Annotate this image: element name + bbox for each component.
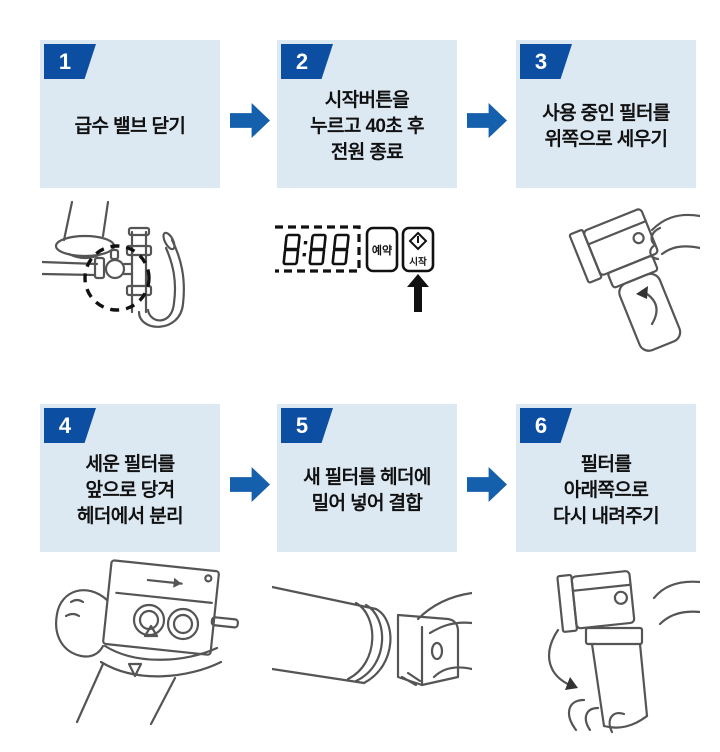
caption-line: 사용 중인 필터를: [542, 103, 670, 124]
header-block: [396, 613, 460, 687]
step-1-number-badge: 1: [44, 44, 96, 79]
hand-upper: [652, 580, 700, 600]
control-panel-illustration: 8:88 예약 시작: [274, 222, 436, 316]
step-arrow-4-5: [230, 467, 270, 502]
step-number: 3: [534, 48, 548, 74]
drain-collar: [54, 234, 116, 258]
caption-line: 헤더에서 분리: [77, 506, 184, 527]
step-4-number-badge: 4: [44, 408, 96, 443]
caption-line: 앞으로 당겨: [85, 480, 175, 501]
caption-line: 새 필터를 헤더에: [303, 467, 431, 488]
step-3-caption: 사용 중인 필터를 위쪽으로 세우기: [542, 101, 670, 153]
step-5-number-badge: 5: [281, 408, 333, 443]
step-3-box: 3 사용 중인 필터를 위쪽으로 세우기: [516, 40, 696, 188]
caption-line: 누르고 40초 후: [310, 116, 424, 137]
hand: [650, 213, 700, 232]
display-dashed-frame: [275, 225, 361, 273]
step-1-caption: 급수 밸브 닫기: [75, 114, 186, 140]
reserve-button-label: 예약: [372, 243, 392, 257]
start-button: 시작: [401, 226, 435, 273]
caption-line: 급수 밸브 닫기: [74, 116, 186, 137]
step-number: 6: [534, 412, 548, 438]
lower-arrow-icon: [548, 628, 574, 688]
caption-line: 위쪽으로 세우기: [544, 129, 668, 150]
step-6-box: 6 필터를 아래쪽으로 다시 내려주기: [516, 404, 696, 552]
caption-line: 전원 종료: [330, 142, 404, 163]
step-arrow-1-2: [230, 103, 270, 138]
step-5-box: 5 새 필터를 헤더에 밀어 넣어 결합: [277, 404, 457, 552]
filter-body: [590, 642, 649, 728]
sink-valve-illustration: [42, 200, 192, 342]
step-2-caption: 시작버튼을 누르고 40초 후 전원 종료: [310, 88, 424, 166]
filter-body: [75, 662, 177, 726]
step-2-box: 2 시작버튼을 누르고 40초 후 전원 종료: [277, 40, 457, 188]
neck-band: [584, 626, 644, 646]
filter-tilt-up-illustration: [524, 198, 700, 360]
press-up-arrow-icon: [407, 274, 429, 312]
seven-segment-display: 8:88: [282, 233, 350, 266]
caption-line: 밀어 넣어 결합: [311, 493, 423, 514]
step-number: 4: [58, 412, 72, 438]
align-mark-down: [127, 662, 143, 678]
collar-band: [103, 644, 219, 661]
step-arrow-5-6: [467, 467, 507, 502]
caption-line: 필터를: [580, 454, 632, 475]
hose: [137, 238, 185, 328]
caption-line: 아래쪽으로: [563, 480, 649, 501]
step-number: 5: [295, 412, 309, 438]
filter-detach-illustration: [45, 558, 241, 726]
header-plate: [102, 559, 239, 656]
header-unit: [556, 570, 636, 633]
reserve-button: 예약: [365, 226, 399, 273]
caption-line: 시작버튼을: [324, 90, 410, 111]
vertical-pipe: [130, 230, 148, 314]
align-mark-up: [143, 624, 159, 638]
step-number: 1: [58, 48, 72, 74]
caption-line: 다시 내려주기: [553, 506, 660, 527]
valve-handle: [109, 248, 120, 261]
step-number: 2: [295, 48, 309, 74]
slide-arrow-icon: [173, 577, 182, 588]
filter-unit: [568, 208, 682, 352]
step-1-box: 1 급수 밸브 닫기: [40, 40, 220, 188]
step-6-number-badge: 6: [520, 408, 572, 443]
step-6-caption: 필터를 아래쪽으로 다시 내려주기: [553, 452, 660, 530]
hand: [55, 589, 109, 658]
drain-pipe: [62, 200, 110, 242]
filter-attach-illustration: [272, 565, 472, 707]
filter-lower-illustration: [520, 558, 700, 734]
dashed-highlight-circle: [83, 244, 151, 312]
caption-line: 세운 필터를: [85, 454, 175, 475]
port-right: [166, 607, 200, 641]
step-arrow-2-3: [467, 103, 507, 138]
valve-body: [104, 258, 126, 280]
step-4-box: 4 세운 필터를 앞으로 당겨 헤더에서 분리: [40, 404, 220, 552]
step-5-caption: 새 필터를 헤더에 밀어 넣어 결합: [303, 465, 431, 517]
start-icon: [408, 231, 428, 251]
step-2-number-badge: 2: [281, 44, 333, 79]
step-4-caption: 세운 필터를 앞으로 당겨 헤더에서 분리: [77, 452, 184, 530]
hand: [416, 591, 472, 621]
start-button-label: 시작: [409, 256, 427, 268]
hand-lower: [567, 698, 626, 734]
step-3-number-badge: 3: [520, 44, 572, 79]
